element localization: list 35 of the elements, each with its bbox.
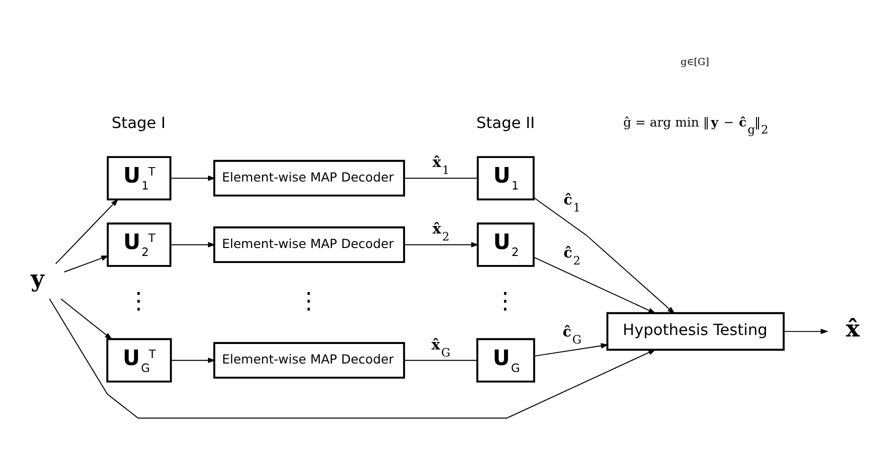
edge-label: x̂$_{G}$ [432,336,450,359]
arrow [170,242,216,247]
arrow [534,256,656,314]
label: ⋮ [494,288,517,314]
arrow [64,254,109,272]
arrow [534,196,676,314]
connector [404,359,478,360]
node-text: y [30,264,44,292]
edge-label: ĉ$_{2}$ [564,244,581,268]
node-box: U$_{G}$ [476,338,536,382]
arrow [60,298,112,340]
arrow [170,175,216,180]
edge-label: ĉ$_{1}$ [564,191,581,214]
node-box: Element-wise MAP Decoder [213,159,406,196]
label: ⋮ [297,288,320,314]
label: Stage II [476,113,535,132]
label: Stage I [112,113,166,132]
label: g∈[G] [680,56,710,68]
arrow [404,242,479,247]
node-text: x̂ [846,314,860,342]
node-box: U$_{2}$ [476,222,535,266]
arrow [170,357,216,363]
edge-label: ĉ$_{G}$ [562,323,582,346]
node-box: U$_{1}$ [476,156,535,200]
label: ⋮ [127,288,150,314]
arrow [783,328,828,334]
edge-label: x̂$_{2}$ [432,220,450,244]
node-box: Element-wise MAP Decoder [213,342,406,378]
arrow [55,198,118,264]
node-box: Element-wise MAP Decoder [213,226,406,263]
arrow [48,298,656,418]
edge-label: x̂$_{1}$ [432,154,450,177]
arrow [534,342,609,356]
node-box: Hypothesis Testing [606,312,785,350]
connector [404,177,478,178]
